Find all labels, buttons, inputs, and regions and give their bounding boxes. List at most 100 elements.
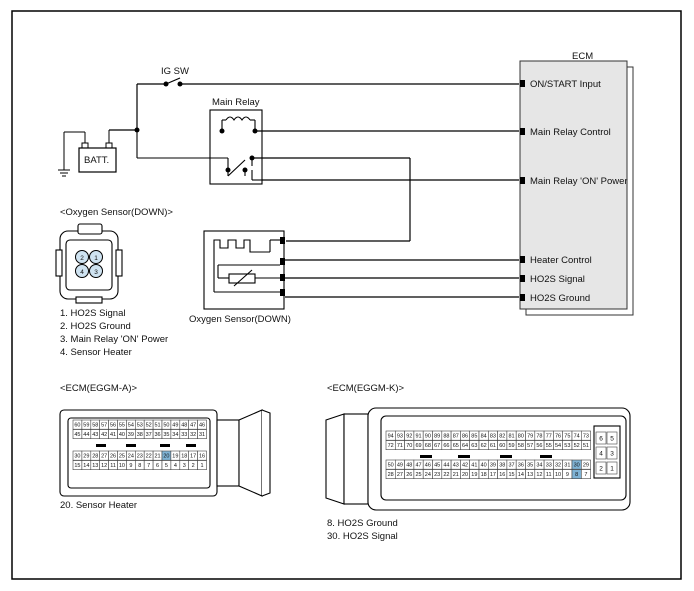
ecm-k-legend: 8. HO2S Ground 30. HO2S Signal	[327, 518, 398, 542]
ecm-k-pin-number: 94	[388, 434, 394, 440]
ecm-k-pin-number: 68	[425, 443, 431, 449]
ecm-a-pin-number: 11	[110, 463, 116, 469]
ecm-k-side-pin-number: 4	[599, 451, 603, 458]
ecm-pins	[520, 80, 525, 301]
ecm-a-pin-number: 40	[119, 432, 125, 438]
sensor-connector-title: <Oxygen Sensor(DOWN)>	[60, 207, 173, 218]
ecm-k-pin-number: 90	[425, 434, 431, 440]
ecm-k-pin-number: 71	[397, 443, 403, 449]
ecm-k-side-pin-number: 2	[599, 466, 603, 473]
ig-sw-label: IG SW	[161, 66, 189, 77]
ecm-k-pin	[580, 440, 591, 450]
ecm-a-pin-number: 46	[199, 423, 205, 429]
ecm-a-pin-number: 53	[137, 423, 143, 429]
ecm-k-pin-number: 36	[518, 463, 524, 469]
ecm-k-pin-number: 54	[555, 443, 561, 449]
ecm-a-pin-number: 56	[110, 423, 116, 429]
ecm-a-key	[96, 444, 106, 447]
ecm-k-pin-number: 41	[471, 463, 477, 469]
ecm-a-key	[126, 444, 136, 447]
ecm-k-pin-number: 44	[443, 463, 449, 469]
ecm-a-pin-number: 43	[92, 432, 98, 438]
ecm-k-pin-number: 74	[574, 434, 580, 440]
ecm-k-connector	[325, 407, 631, 511]
ecm-a-pin-number: 13	[92, 463, 98, 469]
ecm-a-pin-number: 33	[181, 432, 187, 438]
ecm-a-pin-number: 23	[137, 454, 143, 460]
ecm-k-pin-number: 17	[490, 472, 496, 478]
ecm-k-pin-number: 37	[508, 463, 514, 469]
ecm-k-pin-number: 52	[574, 443, 580, 449]
ecm-a-pin-number: 19	[172, 454, 178, 460]
ecm-a-pin-number: 22	[146, 454, 152, 460]
ecm-a-pin-number: 5	[165, 463, 168, 469]
ecm-a-pin-number: 1	[201, 463, 204, 469]
ecm-a-pin-number: 39	[128, 432, 134, 438]
sensor-pin	[89, 264, 103, 278]
ecm-k-pin-number: 73	[583, 434, 589, 440]
ecm-k-legend-item: 30. HO2S Signal	[327, 531, 398, 542]
sensor-pin	[75, 264, 89, 278]
sensor-legend-item: 2. HO2S Ground	[60, 321, 131, 332]
ecm-a-pin-number: 4	[174, 463, 177, 469]
ecm-on-start-input-label: ON/START Input	[530, 79, 601, 90]
ecm-a-title: <ECM(EGGM-A)>	[60, 383, 138, 394]
ecm-k-legend-item: 8. HO2S Ground	[327, 518, 398, 529]
ecm-k-pin-number: 19	[471, 472, 477, 478]
ecm-k-pin-number: 23	[434, 472, 440, 478]
ecm-ho2s-ground-label: HO2S Ground	[530, 293, 590, 304]
ecm-k-pin-number: 88	[443, 434, 449, 440]
ecm-k-side-pin-number: 5	[610, 436, 614, 443]
ecm-k-pin-number: 76	[555, 434, 561, 440]
ecm-a-pin-number: 2	[192, 463, 195, 469]
ecm-k-pin-number: 87	[453, 434, 459, 440]
ecm-a-pin-number: 49	[172, 423, 178, 429]
oxygen-sensor-label: Oxygen Sensor(DOWN)	[189, 314, 291, 325]
sensor-pin	[89, 250, 103, 264]
ecm-k-pin-number: 43	[453, 463, 459, 469]
ecm-k-pin-number: 84	[481, 434, 487, 440]
oxygen-sensor-schematic	[203, 230, 285, 310]
ecm-a-pin-number: 38	[137, 432, 143, 438]
ecm-a-pin-number: 3	[183, 463, 186, 469]
ecm-k-pin-number: 55	[546, 443, 552, 449]
ecm-a-pin-number: 57	[101, 423, 107, 429]
ecm-k-pin-number: 77	[546, 434, 552, 440]
ecm-k-pin-number: 11	[546, 472, 552, 478]
sensor-pin-number: 1	[94, 255, 98, 262]
ecm-a-pin-number: 34	[172, 432, 178, 438]
main-relay	[136, 109, 263, 185]
ecm-k-pin-number: 29	[583, 463, 589, 469]
ecm-a-pin-number: 51	[154, 423, 160, 429]
ecm-heater-control-label: Heater Control	[530, 255, 592, 266]
battery-symbol	[58, 129, 137, 177]
ecm-a-pin-number: 36	[154, 432, 160, 438]
ecm-a-pin-number: 17	[190, 454, 196, 460]
ecm-a-pin-number: 30	[74, 454, 80, 460]
sensor-pin-number: 4	[80, 269, 84, 276]
ecm-k-pin-number: 58	[518, 443, 524, 449]
ecm-a-pin-number: 16	[199, 454, 205, 460]
ecm-k-pin-number: 30	[574, 463, 580, 469]
ig-switch	[136, 77, 519, 130]
ecm-a-pin	[197, 429, 207, 439]
ecm-k-key	[420, 455, 432, 458]
sensor-to-ecm-wires	[285, 259, 519, 298]
ecm-k-pin-number: 14	[518, 472, 524, 478]
ecm-k-pin-number: 79	[527, 434, 533, 440]
ecm-k-side-pin	[606, 461, 618, 475]
ecm-a-pin-number: 58	[92, 423, 98, 429]
ecm-k-side-pin-number: 3	[610, 451, 614, 458]
ecm-k-pin-number: 39	[490, 463, 496, 469]
ecm-k-pin-number: 51	[583, 443, 589, 449]
ecm-ho2s-signal-label: HO2S Signal	[530, 274, 585, 285]
ecm-a-pin-number: 59	[83, 423, 89, 429]
ecm-k-pin-number: 62	[481, 443, 487, 449]
ecm-k-pin-number: 72	[388, 443, 394, 449]
ecm-k-pin-number: 91	[415, 434, 421, 440]
ecm-k-pin-number: 63	[471, 443, 477, 449]
ecm-k-pin-number: 42	[462, 463, 468, 469]
ecm-k-pin-number: 89	[434, 434, 440, 440]
